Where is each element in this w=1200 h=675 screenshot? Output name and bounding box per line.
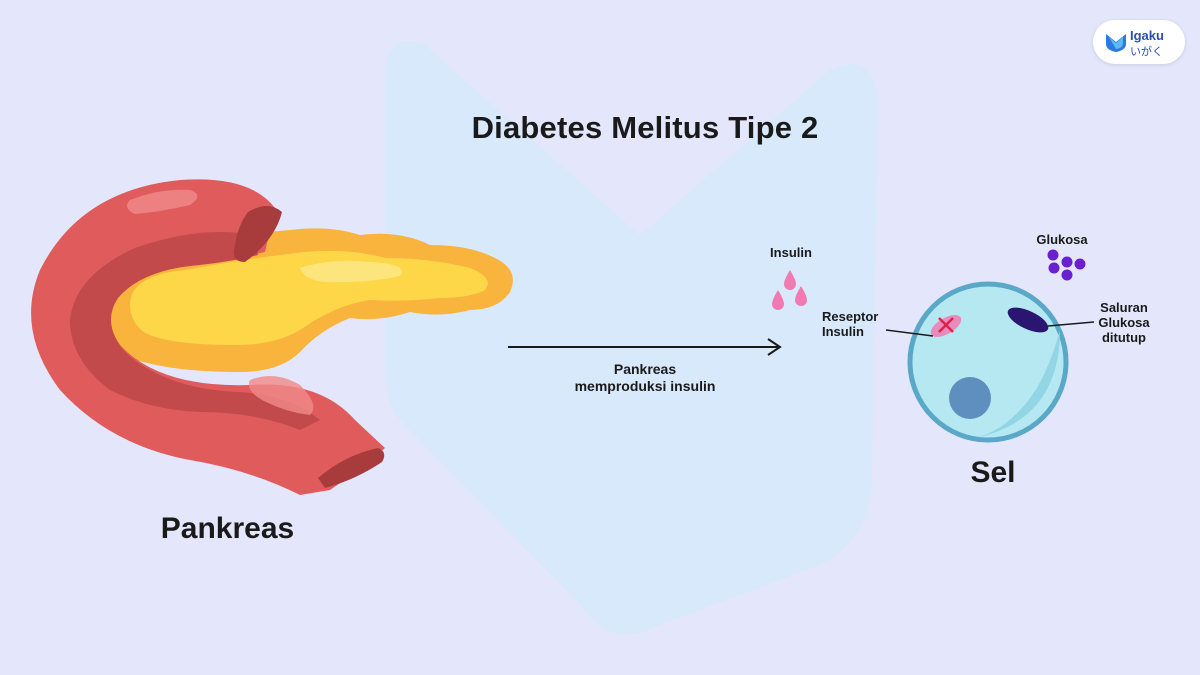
glucose-channel-closed (1007, 307, 1049, 333)
insulin-drops (772, 270, 807, 310)
saluran-label-line-3: ditutup (1101, 330, 1147, 345)
sel-label: Sel (970, 456, 1016, 489)
glucose-dot-icon (1048, 262, 1060, 274)
arrow-caption: Pankreas memproduksi insulin (540, 361, 750, 395)
cell-shade (975, 330, 1060, 438)
glucose-cluster (1047, 249, 1086, 281)
cell-membrane (907, 281, 1069, 443)
insulin-label: Insulin (770, 245, 812, 260)
glucose-dot-icon (1074, 258, 1086, 270)
cell-illustration (885, 281, 1095, 443)
glukosa-label: Glukosa (1036, 232, 1088, 247)
reseptor-pointer (885, 329, 934, 337)
glucose-dot-icon (1047, 249, 1059, 261)
reseptor-label-line-1: Reseptor (822, 309, 879, 324)
logo-mark-icon (1106, 34, 1126, 52)
logo-name: Igaku (1130, 28, 1164, 43)
diagram-title: Diabetes Melitus Tipe 2 (471, 110, 819, 145)
arrow-caption-line-1: Pankreas (613, 361, 677, 377)
saluran-pointer (1047, 321, 1095, 327)
pancreas-duct-bottom (318, 448, 385, 488)
pancreas-shine-top (126, 189, 198, 214)
cell-nucleus (949, 377, 991, 419)
blocked-x-icon (938, 317, 954, 333)
watermark-shape (385, 40, 878, 635)
glucose-dot-icon (1061, 256, 1073, 268)
pancreas-head-inner (70, 231, 320, 430)
pankreas-label: Pankreas (160, 512, 295, 545)
saluran-label: Saluran Glukosa ditutup (1085, 300, 1163, 345)
arrow-right-icon (767, 338, 782, 356)
pancreas-shine-bottom (248, 376, 314, 415)
insulin-drop-icon (795, 286, 807, 306)
reseptor-label-line-2: Insulin (822, 324, 864, 339)
pancreas-highlight (300, 260, 402, 283)
igaku-logo[interactable]: Igaku いがく (1093, 20, 1185, 64)
reseptor-label: Reseptor Insulin (822, 309, 906, 339)
pancreas-duct-top (233, 206, 282, 262)
logo-kana: いがく (1130, 46, 1163, 58)
saluran-label-line-1: Saluran (1100, 300, 1148, 315)
insulin-drop-icon (784, 270, 796, 290)
glucose-dot-icon (1061, 269, 1073, 281)
production-arrow (508, 338, 782, 356)
arrow-caption-line-2: memproduksi insulin (574, 378, 716, 394)
saluran-label-line-2: Glukosa (1098, 315, 1150, 330)
pancreas-illustration (31, 179, 513, 495)
insulin-drop-icon (772, 290, 784, 310)
